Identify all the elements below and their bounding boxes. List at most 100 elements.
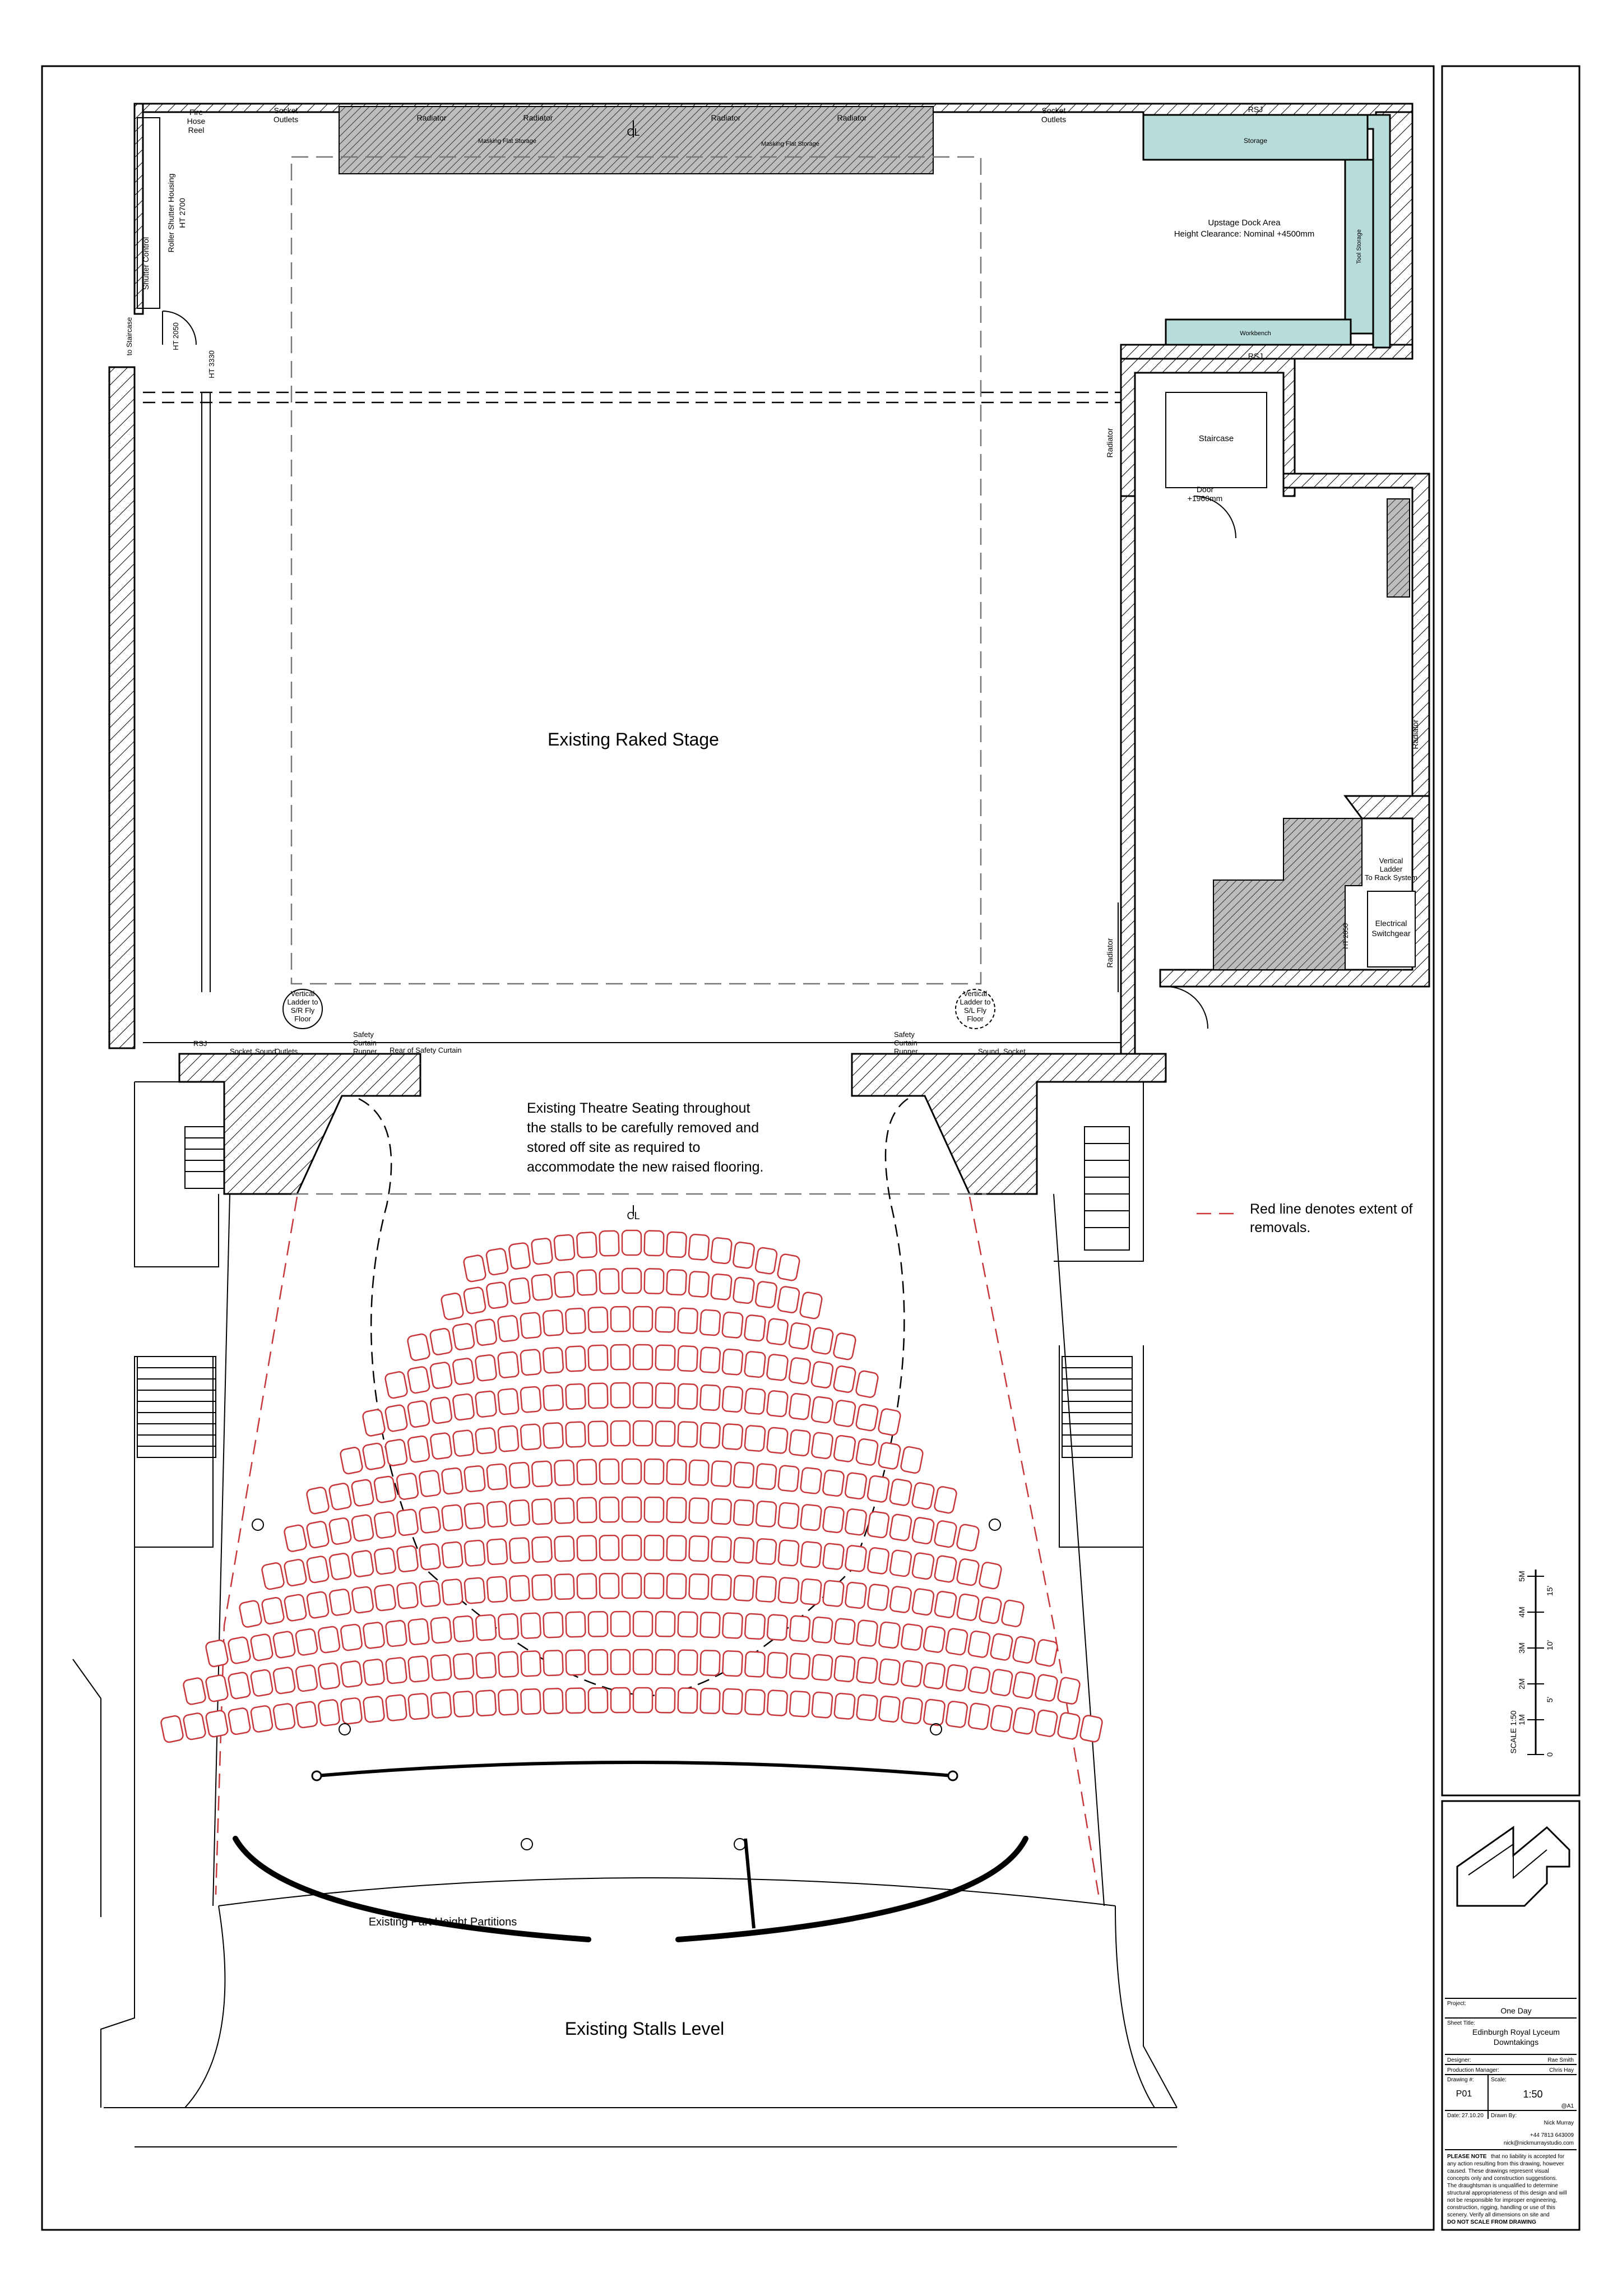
- safety-curtain-runner-left-label: Safety Curtain Runner: [353, 1030, 377, 1056]
- seat: [328, 1589, 352, 1616]
- logo-mark: [1456, 1826, 1570, 1907]
- seat: [755, 1463, 777, 1490]
- seat: [1001, 1599, 1025, 1627]
- svg-text:stored off site as required to: stored off site as required to: [527, 1140, 700, 1155]
- seat: [430, 1692, 452, 1719]
- svg-text:Drawn By:: Drawn By:: [1491, 2113, 1517, 2119]
- seat: [531, 1460, 553, 1488]
- seat: [407, 1333, 430, 1362]
- seat: [475, 1354, 497, 1382]
- seat: [699, 1650, 721, 1677]
- seat: [228, 1672, 251, 1700]
- seat: [822, 1469, 845, 1497]
- seat: [464, 1502, 486, 1530]
- seat: [990, 1705, 1013, 1733]
- seat: [632, 1382, 654, 1409]
- email-address: nick@nickmurraystudio.com: [1504, 2140, 1574, 2146]
- seat: [1035, 1639, 1058, 1667]
- seat: [766, 1614, 789, 1641]
- seat: [419, 1470, 441, 1497]
- ht-3330-label: HT 3330: [207, 350, 216, 378]
- svg-text:structural appropriateness of: structural appropriateness of this desig…: [1447, 2190, 1567, 2196]
- seat: [452, 1358, 475, 1385]
- seat: [789, 1615, 811, 1642]
- seat: [632, 1344, 654, 1371]
- svg-text:4M: 4M: [1517, 1607, 1526, 1617]
- seat: [565, 1383, 586, 1410]
- seat: [666, 1497, 687, 1524]
- seat: [934, 1591, 957, 1618]
- seat: [733, 1575, 754, 1601]
- seat: [889, 1513, 912, 1542]
- seat: [755, 1501, 777, 1527]
- seat: [576, 1497, 597, 1524]
- svg-text:Vertical: Vertical: [1379, 857, 1403, 865]
- centre-line-label: CL: [627, 127, 639, 138]
- seat: [475, 1390, 497, 1418]
- seat: [800, 1541, 822, 1568]
- seat: [777, 1577, 800, 1604]
- seat: [901, 1623, 923, 1651]
- drawing-date: 27.10.20: [1462, 2113, 1484, 2119]
- svg-text:the stalls to be carefully rem: the stalls to be carefully removed and: [527, 1120, 759, 1136]
- seat: [340, 1697, 363, 1725]
- do-not-scale-notice: DO NOT SCALE FROM DRAWING: [1447, 2219, 1536, 2225]
- seat: [531, 1574, 553, 1601]
- seat: [351, 1586, 374, 1614]
- svg-text:Outlets: Outlets: [274, 115, 298, 124]
- svg-text:1M: 1M: [1517, 1714, 1526, 1725]
- seat: [822, 1580, 845, 1607]
- seat: [497, 1425, 520, 1452]
- seat: [419, 1580, 441, 1608]
- seat: [1079, 1715, 1103, 1743]
- seat: [362, 1409, 386, 1437]
- seat: [396, 1545, 419, 1573]
- seat: [632, 1420, 654, 1447]
- radiator-label-right-2: Radiator: [1105, 938, 1114, 968]
- seat: [475, 1652, 497, 1679]
- seat: [284, 1524, 307, 1552]
- seat: [766, 1689, 789, 1716]
- seat: [373, 1475, 397, 1503]
- seat: [328, 1553, 352, 1580]
- seat: [576, 1573, 597, 1600]
- seat: [306, 1521, 330, 1549]
- svg-text:The draughtsman is unqualified: The draughtsman is unqualified to determ…: [1447, 2183, 1558, 2189]
- seat: [160, 1715, 184, 1743]
- partitions-label: Existing Part Height Partitions: [369, 1916, 517, 1928]
- radiator-label-far-right: Radiator: [1411, 719, 1420, 749]
- seat: [508, 1461, 531, 1489]
- seat: [632, 1306, 654, 1332]
- seat: [565, 1687, 586, 1714]
- seat: [599, 1268, 620, 1295]
- seat: [498, 1689, 519, 1716]
- seat: [945, 1664, 968, 1692]
- seat: [610, 1306, 631, 1332]
- seat: [486, 1501, 508, 1528]
- seat: [1035, 1709, 1058, 1737]
- seat: [486, 1463, 508, 1490]
- svg-text:not be responsible for imprope: not be responsible for improper engineer…: [1447, 2197, 1557, 2204]
- seat: [239, 1600, 262, 1628]
- svg-text:Socket: Socket: [230, 1047, 252, 1056]
- seat: [956, 1524, 980, 1552]
- seat: [610, 1420, 631, 1447]
- seat: [565, 1307, 586, 1335]
- drawing-frame: [41, 65, 1435, 2231]
- seat: [677, 1307, 698, 1334]
- seat: [599, 1496, 620, 1523]
- seat: [688, 1271, 710, 1298]
- svg-text:Outlets: Outlets: [1041, 115, 1066, 124]
- seat: [722, 1688, 743, 1715]
- seat: [464, 1539, 486, 1567]
- vertical-ladder-sr-label: Vertical Ladder to S/R Fly Floor: [288, 989, 318, 1023]
- seat: [855, 1404, 879, 1432]
- rsj-label-front: RSJ: [193, 1039, 207, 1048]
- seat: [599, 1458, 620, 1485]
- seat: [384, 1371, 408, 1399]
- seat: [587, 1649, 609, 1675]
- svg-text:Curtain: Curtain: [353, 1039, 377, 1047]
- svg-text:HT 2700: HT 2700: [178, 198, 187, 228]
- seat: [845, 1545, 867, 1572]
- seat: [363, 1659, 385, 1686]
